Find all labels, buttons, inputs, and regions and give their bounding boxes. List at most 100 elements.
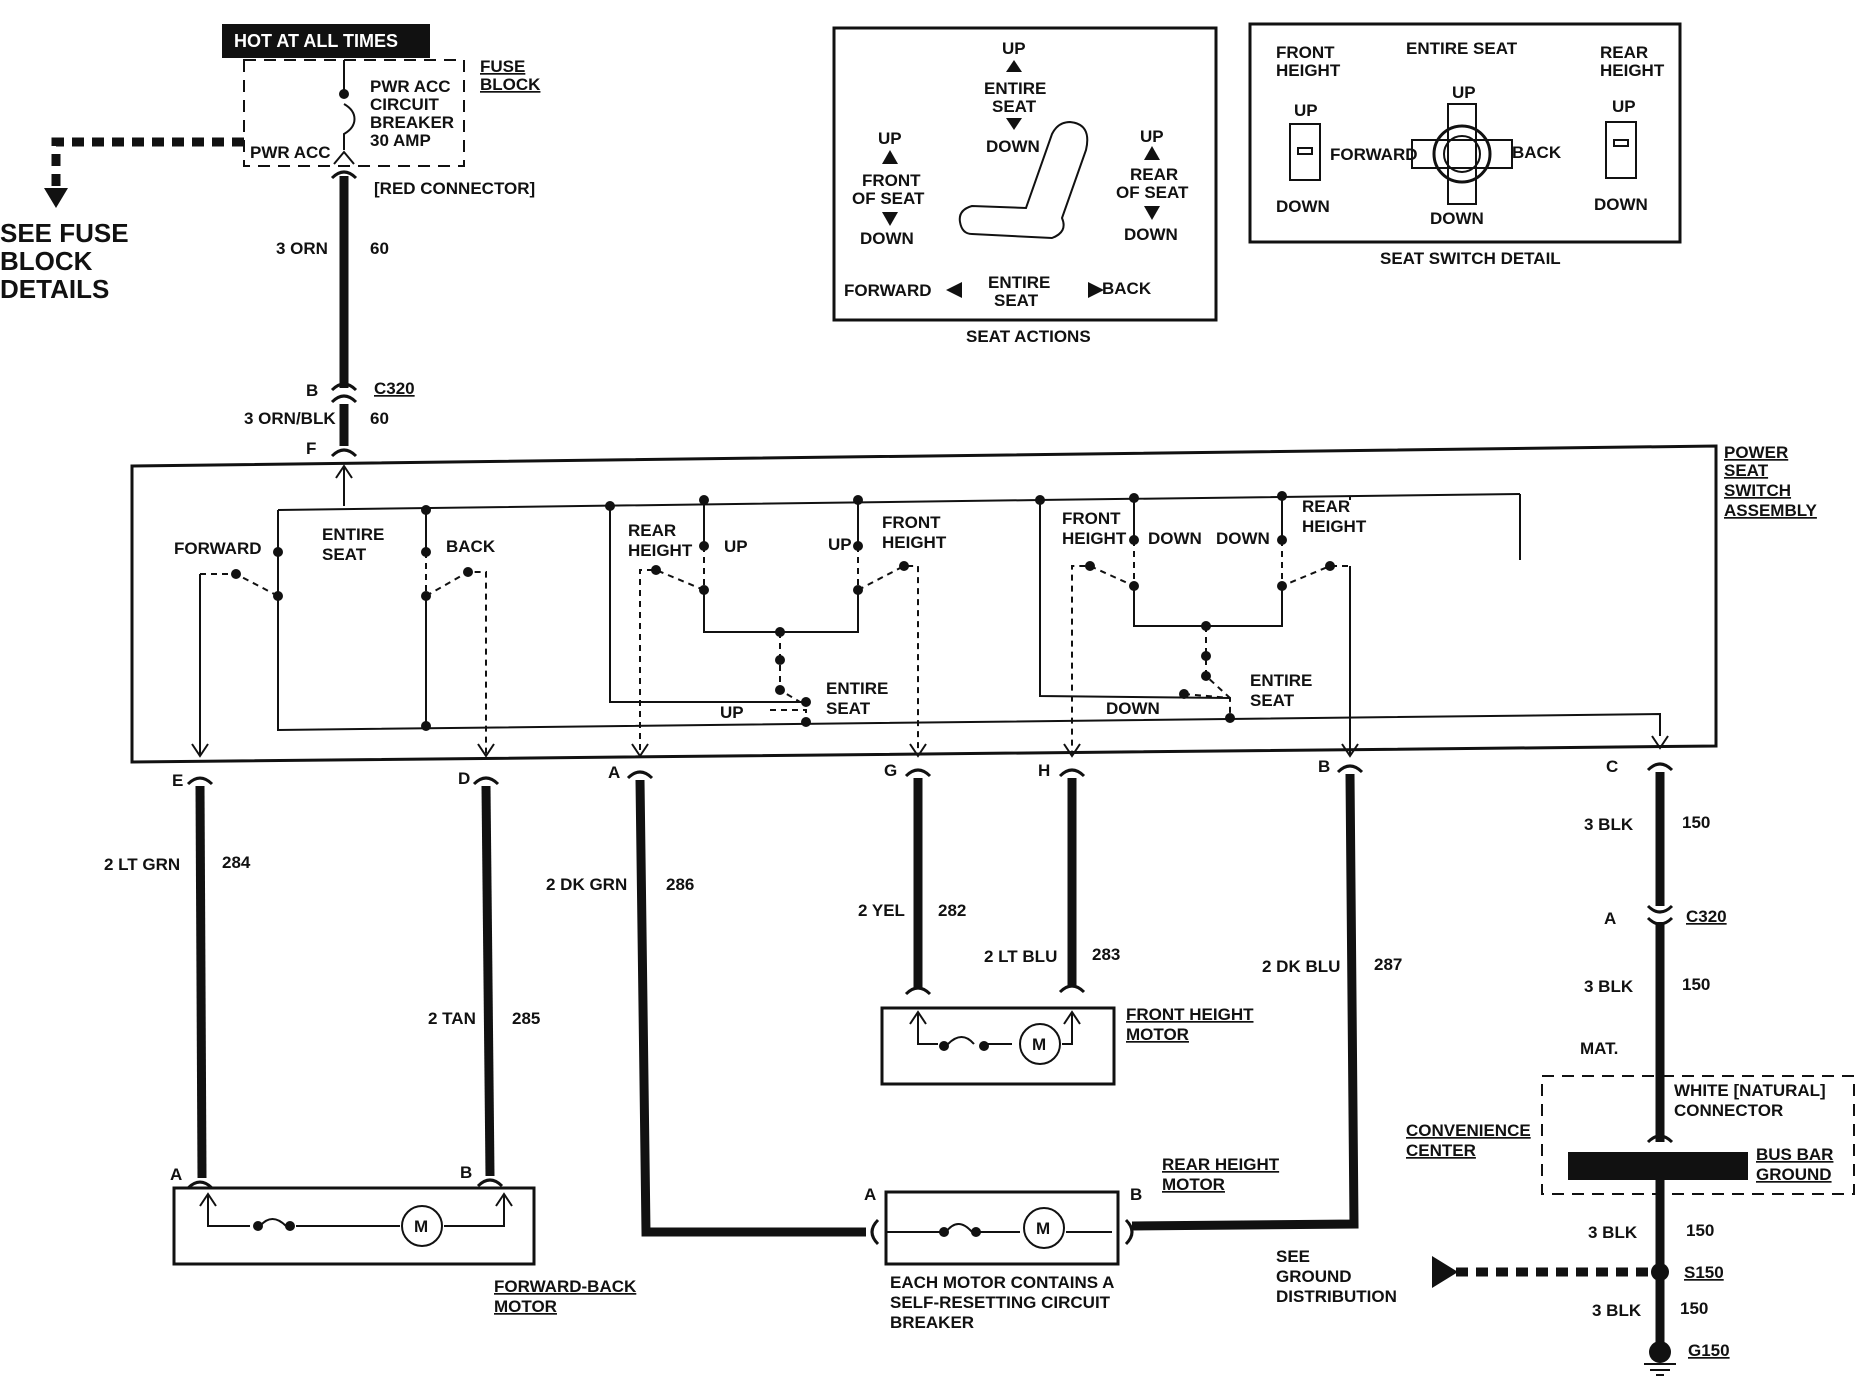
wire-285-number: 285 xyxy=(512,1009,540,1028)
fuse-block-outline xyxy=(243,59,465,167)
pin-d: D xyxy=(458,769,470,788)
assembly-title-3: SWITCH xyxy=(1724,481,1791,500)
bus-bar-ground xyxy=(1568,1152,1748,1180)
assembly-forward: FORWARD xyxy=(174,539,262,558)
g150-label: G150 xyxy=(1688,1341,1730,1360)
rear-height-switch-contact xyxy=(639,546,705,754)
assembly-up-2: UP xyxy=(828,535,852,554)
back-switch-contact xyxy=(425,552,487,754)
see-fuse-line-3: DETAILS xyxy=(0,274,109,304)
wire-284-color: 2 LT GRN xyxy=(104,855,180,874)
seat-actions-panel: UP ENTIRE SEAT DOWN UP FRONT OF SEAT DOW… xyxy=(832,26,1218,346)
arrow-left-icon xyxy=(1432,1256,1458,1288)
detail-entire-seat: ENTIRE SEAT xyxy=(1406,39,1518,58)
wire-150-number-4: 150 xyxy=(1680,1299,1708,1318)
assembly-entire-seat-2: SEAT xyxy=(322,545,367,564)
breaker-line-2: CIRCUIT xyxy=(370,95,440,114)
hot-at-all-times-banner xyxy=(222,24,430,58)
s150-label: S150 xyxy=(1684,1263,1724,1282)
harness-wires: 2 LT GRN 284 2 TAN 285 2 DK GRN 286 2 YE… xyxy=(104,762,1710,1237)
entire-seat-switch-icon xyxy=(1411,103,1513,205)
wire-282-number: 282 xyxy=(938,901,966,920)
feed-wire-number: 60 xyxy=(370,239,389,258)
motor-symbol-icon xyxy=(1023,1207,1065,1249)
wire-283-number: 283 xyxy=(1092,945,1120,964)
pin-c: C xyxy=(1606,757,1618,776)
motor-note-1: EACH MOTOR CONTAINS A xyxy=(890,1273,1114,1292)
detail-center-up: UP xyxy=(1452,83,1476,102)
feed-wire: 3 ORN 60 B C320 3 ORN/BLK 60 F xyxy=(244,170,415,458)
arrow-left-icon xyxy=(946,282,962,298)
assembly-rear-height-1: REAR xyxy=(628,521,676,540)
pin-g: G xyxy=(884,761,897,780)
arrow-right-icon xyxy=(1088,282,1104,298)
fh-motor-m: M xyxy=(1032,1035,1046,1054)
pin-a: A xyxy=(608,763,620,782)
rear-height-motor: A B M REAR HEIGHT MOTOR EACH MOTOR CONTA… xyxy=(864,1155,1280,1332)
wire-150-number-3: 150 xyxy=(1686,1221,1714,1240)
feed-wire2-number: 60 xyxy=(370,409,389,428)
detail-right-up: UP xyxy=(1612,97,1636,116)
fh-label-1: FRONT HEIGHT xyxy=(1126,1005,1254,1024)
assembly-entire-seat3-2: SEAT xyxy=(1250,691,1295,710)
bus-bar-1: BUS BAR xyxy=(1756,1145,1833,1164)
wire-284-number: 284 xyxy=(222,853,251,872)
ground-symbol-icon xyxy=(1644,1363,1676,1376)
assembly-down-1: DOWN xyxy=(1148,529,1202,548)
rh-label-1: REAR HEIGHT xyxy=(1162,1155,1280,1174)
assembly-pins: E D A G H B C xyxy=(172,757,1618,790)
front-height2-switch-contact xyxy=(1071,540,1135,754)
assembly-rear-height-2: HEIGHT xyxy=(628,541,693,560)
detail-front-height-2: HEIGHT xyxy=(1276,61,1341,80)
detail-left-down: DOWN xyxy=(1276,197,1330,216)
entire-seat-bottom-1: ENTIRE xyxy=(988,273,1050,292)
assembly-entire-seat-1: ENTIRE xyxy=(322,525,384,544)
s150-splice xyxy=(1651,1263,1669,1281)
wire-150-color-2: 3 BLK xyxy=(1584,977,1634,996)
assembly-entire-seat2-1: ENTIRE xyxy=(826,679,888,698)
rear-down-label: DOWN xyxy=(1124,225,1178,244)
convenience-center-2: CENTER xyxy=(1406,1141,1476,1160)
assembly-rear-height2-2: HEIGHT xyxy=(1302,517,1367,536)
assembly-title-1: POWER xyxy=(1724,443,1788,462)
ground-pin-a: A xyxy=(1604,909,1616,928)
see-fuse-line-1: SEE FUSE xyxy=(0,218,129,248)
mat-label: MAT. xyxy=(1580,1039,1618,1058)
fuse-block-label-2: BLOCK xyxy=(480,75,541,94)
assembly-entire-seat2-2: SEAT xyxy=(826,699,871,718)
assembly-rear-height2-1: REAR xyxy=(1302,497,1350,516)
arrow-up-icon xyxy=(335,464,353,479)
wire-282-color: 2 YEL xyxy=(858,901,905,920)
detail-rear-height-2: HEIGHT xyxy=(1600,61,1665,80)
bus-bar-2: GROUND xyxy=(1756,1165,1832,1184)
entire-seat-label-1: ENTIRE xyxy=(984,79,1046,98)
detail-forward: FORWARD xyxy=(1330,145,1418,164)
assembly-down-2: DOWN xyxy=(1216,529,1270,548)
assembly-up-1: UP xyxy=(724,537,748,556)
power-seat-switch-assembly: POWER SEAT SWITCH ASSEMBLY FORWARD ENTIR… xyxy=(130,443,1818,764)
rear-of-seat-label-2: OF SEAT xyxy=(1116,183,1189,202)
breaker-line-3: BREAKER xyxy=(370,113,454,132)
seat-down-label: DOWN xyxy=(986,137,1040,156)
wire-150-number-1: 150 xyxy=(1682,813,1710,832)
rear-height-switch-icon xyxy=(1605,121,1637,179)
fuse-block-label-1: FUSE xyxy=(480,57,525,76)
breaker-line-1: PWR ACC xyxy=(370,77,451,96)
detail-left-up: UP xyxy=(1294,101,1318,120)
pin-e: E xyxy=(172,771,183,790)
entire-seat-bottom-2: SEAT xyxy=(994,291,1039,310)
white-connector-2: CONNECTOR xyxy=(1674,1101,1783,1120)
entire-seat-switch-contact-1 xyxy=(770,632,807,722)
detail-back: BACK xyxy=(1512,143,1562,162)
front-height-motor: M FRONT HEIGHT MOTOR xyxy=(880,984,1254,1086)
pin-h: H xyxy=(1038,761,1050,780)
ground-path: A C320 3 BLK 150 MAT. WHITE [NATURAL] CO… xyxy=(1276,904,1855,1376)
output-arrows xyxy=(191,735,1669,758)
seat-switch-detail-panel: FRONT HEIGHT ENTIRE SEAT REAR HEIGHT UP … xyxy=(1248,22,1682,268)
assembly-entire-seat3-1: ENTIRE xyxy=(1250,671,1312,690)
assembly-title-2: SEAT xyxy=(1724,461,1769,480)
motor-note-2: SELF-RESETTING CIRCUIT xyxy=(890,1293,1111,1312)
ground-c320: C320 xyxy=(1686,907,1727,926)
seat-icon xyxy=(958,120,1089,240)
